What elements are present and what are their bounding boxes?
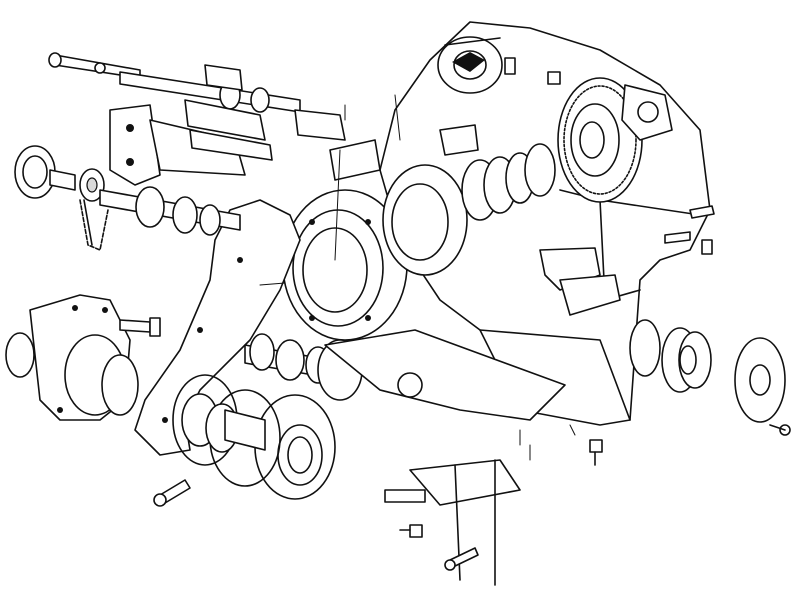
right-v-pulley: [661, 327, 712, 393]
leader-lines: [259, 94, 576, 461]
upper-cover-plate: [621, 84, 673, 141]
lower-bearing-stack: [181, 393, 266, 453]
secondary-bearing-ring: [382, 164, 468, 276]
bearing-stack-center-right: [461, 143, 556, 221]
support-bracket: [324, 329, 566, 586]
stud-bolt-left: [119, 317, 161, 337]
left-drive-shaft: [99, 186, 241, 236]
central-bearing-ring: [282, 189, 408, 341]
bolt-housing-right: [664, 205, 715, 255]
center-coupling-shaft: [244, 333, 363, 401]
bolt-bottom: [444, 547, 479, 571]
motor-flange-lower-left: [5, 294, 139, 421]
drive-sprocket: [79, 168, 105, 202]
bolt-right-small: [589, 439, 603, 466]
right-end-cap: [734, 337, 786, 423]
bolt-lower-left: [153, 479, 191, 507]
top-shaft-assembly: [48, 52, 301, 113]
large-spur-gear: [557, 77, 643, 203]
lower-pulley: [254, 394, 336, 500]
housing-small-brackets: [329, 124, 621, 316]
hydraulic-block: [184, 99, 346, 161]
bolt-right-end: [769, 424, 791, 436]
bolt-lower-center: [399, 524, 423, 538]
hand-wheel: [14, 145, 76, 199]
housing-bearing-cap: [437, 36, 503, 94]
right-flange-bearing: [629, 319, 661, 377]
bolt-housing-top: [504, 57, 561, 85]
drive-chain: [79, 199, 109, 251]
